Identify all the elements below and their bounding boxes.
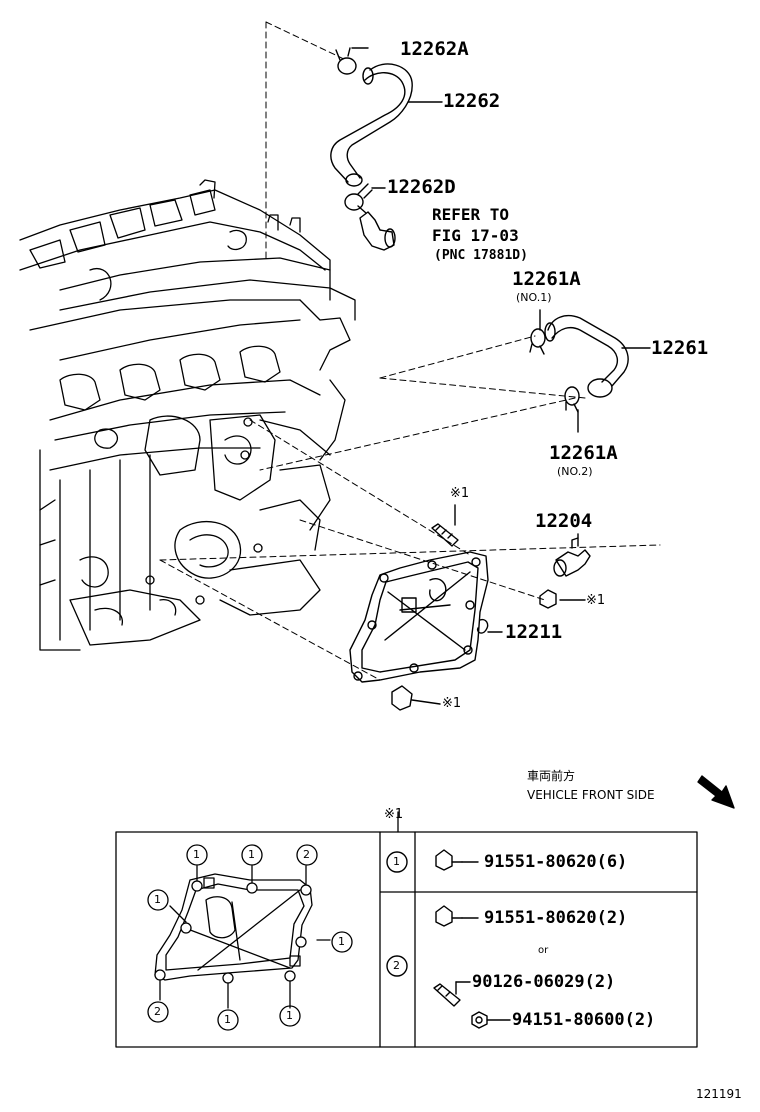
clip-12261A-no2 (564, 386, 580, 433)
gasket-key-text: 1 (248, 848, 255, 861)
hose-12262 (330, 63, 413, 187)
label-12262A: 12262A (400, 38, 469, 60)
gasket-key-text: 1 (224, 1013, 231, 1026)
nut-part (539, 589, 586, 609)
label-12204: 12204 (535, 510, 593, 532)
refer-line-3: (PNC 17881D) (434, 248, 528, 263)
gasket-key-text: 1 (193, 848, 200, 861)
hose-12261 (544, 314, 629, 398)
front-side-arrow (697, 775, 735, 809)
refer-line-1: REFER TO (432, 205, 510, 224)
figure-number: 121191 (696, 1087, 742, 1101)
dashed-guide-lines (159, 21, 661, 681)
bolt-part (391, 685, 441, 711)
table-row2-part-a: 91551-80620(2) (484, 908, 628, 928)
label-12262: 12262 (443, 90, 501, 112)
label-12262D: 12262D (387, 176, 456, 198)
fitting-17881D (357, 205, 396, 251)
table-row1-key: 1 (393, 855, 400, 868)
sensor-12204 (553, 533, 591, 577)
clip-12262D (344, 183, 386, 211)
table-nut-icon (471, 1011, 488, 1029)
table-key-circles (386, 851, 408, 977)
engine-block (19, 179, 356, 651)
clip-12261A-no1 (529, 309, 546, 355)
label-12261: 12261 (651, 337, 709, 359)
table-header-mark: ※1 (384, 807, 404, 822)
label-12261A-no1: 12261A (512, 268, 581, 290)
cover-plate-12211 (349, 551, 503, 683)
gasket-key-text: 1 (286, 1009, 293, 1022)
label-leaders (407, 101, 651, 1021)
clip-12262A (335, 47, 369, 75)
table-row2-part-b: 90126-06029(2) (472, 972, 616, 992)
stud-part (431, 504, 459, 547)
table-stud-icon (433, 981, 461, 1007)
direction-en: VEHICLE FRONT SIDE (527, 788, 655, 802)
mark-nut: ※1 (586, 593, 606, 608)
gasket-key-text: 1 (154, 893, 161, 906)
label-12211: 12211 (505, 621, 563, 643)
label-no1: (NO.1) (516, 291, 552, 304)
table-bolt-icon-1 (435, 849, 463, 871)
label-12261A-no2: 12261A (549, 442, 618, 464)
gasket-key-circles (147, 844, 353, 1031)
gasket-key-text: 2 (154, 1005, 161, 1018)
table-or: or (538, 945, 549, 956)
mark-bolt: ※1 (442, 696, 462, 711)
table-frame (115, 811, 698, 1048)
table-bolt-icon-2 (435, 905, 463, 927)
table-row2-key: 2 (393, 959, 400, 972)
gasket-illustration (147, 844, 353, 1031)
gasket-key-text: 1 (338, 935, 345, 948)
gasket-key-text: 2 (303, 848, 310, 861)
refer-line-2: FIG 17-03 (432, 226, 519, 245)
table-row2-part-c: 94151-80600(2) (512, 1010, 656, 1030)
table-row1-part: 91551-80620(6) (484, 852, 628, 872)
direction-jp: 車両前方 (527, 769, 576, 783)
mark-stud: ※1 (450, 486, 470, 501)
label-no2: (NO.2) (557, 465, 593, 478)
